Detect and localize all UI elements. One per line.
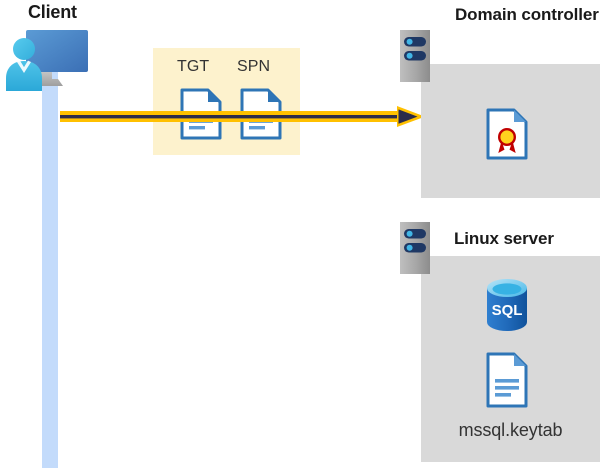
linux-server-rack-icon <box>400 222 430 279</box>
tgt-label: TGT <box>177 58 210 75</box>
certificate-icon <box>486 108 528 165</box>
domain-controller-title: Domain controller <box>455 5 599 24</box>
domain-controller-server-rack-icon <box>400 30 430 87</box>
keytab-document-icon <box>486 352 528 413</box>
keytab-filename-label: mssql.keytab <box>458 420 563 440</box>
client-user-monitor-icon <box>4 26 90 98</box>
linux-server-title: Linux server <box>454 229 554 248</box>
client-label: Client <box>28 2 77 22</box>
spn-label: SPN <box>237 58 271 75</box>
svg-text:SQL: SQL <box>492 302 523 319</box>
sql-database-icon: SQL <box>484 278 530 337</box>
request-arrow <box>60 106 425 128</box>
client-lifeline <box>42 60 58 468</box>
